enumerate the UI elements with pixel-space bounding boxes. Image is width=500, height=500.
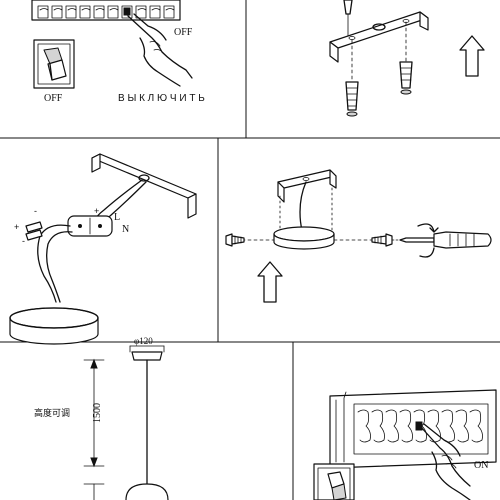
switch-off-label: OFF <box>44 93 63 104</box>
panel-mount-bracket <box>329 0 485 117</box>
up-arrow-icon <box>459 35 485 77</box>
terminal-l-label: L <box>114 212 120 223</box>
lamp-body-icon <box>273 226 335 250</box>
hand-pointing-icon <box>127 13 193 87</box>
top-screw-icon <box>343 0 353 37</box>
lift-up-arrow-icon <box>257 261 283 303</box>
wall-anchor-left-icon <box>345 81 359 117</box>
driver-box-icon <box>67 215 113 237</box>
lamp-disc-icon <box>9 307 99 345</box>
pendant-lamp-icon <box>125 483 169 500</box>
breaker-panel-on <box>329 389 497 469</box>
hand-pointing-on-icon <box>419 423 471 500</box>
wire-minus-left-label: - <box>22 236 25 246</box>
side-screw-left-icon <box>225 233 245 247</box>
panel-switch-on: ON <box>313 389 497 500</box>
breaker-row <box>37 5 175 19</box>
wire-minus-top-label: - <box>34 206 37 216</box>
height-label: 1500 <box>92 403 103 423</box>
ceiling-canopy-icon <box>129 345 165 361</box>
breaker-panel <box>31 0 181 21</box>
lamp-bracket <box>277 169 337 203</box>
switch-on-label: ON <box>474 460 488 471</box>
height-dimension <box>83 358 105 500</box>
wall-switch-off-icon <box>33 39 75 89</box>
panel-attach-lamp <box>225 169 492 303</box>
mounting-bracket <box>329 11 429 63</box>
panel-wiring: + - - + L N <box>9 153 197 345</box>
driver-plus-label: + <box>94 206 99 216</box>
wall-anchor-right-icon <box>399 61 413 95</box>
selected-breaker-on <box>415 421 423 431</box>
breaker-off-label: OFF <box>174 27 193 38</box>
terminal-n-label: N <box>122 224 129 235</box>
wire-connector-icon <box>25 221 43 241</box>
side-screw-right-icon <box>371 233 393 247</box>
wiring-bracket <box>91 153 197 219</box>
switch-off-instruction: В Ы К Л Ю Ч И Т Ь <box>118 93 205 104</box>
diameter-label: φ120 <box>134 336 153 346</box>
panel-switch-off: OFF OFF В Ы К Л Ю Ч И Т Ь <box>31 0 205 104</box>
screwdriver-icon <box>399 223 492 258</box>
wire-plus-left-label: + <box>14 222 19 232</box>
wall-switch-on-icon <box>313 463 355 500</box>
adjustable-height-label: 高度可调 <box>34 407 70 418</box>
selected-breaker <box>123 7 131 16</box>
panel-dimensions: φ120 1500 高度可调 <box>34 336 169 500</box>
